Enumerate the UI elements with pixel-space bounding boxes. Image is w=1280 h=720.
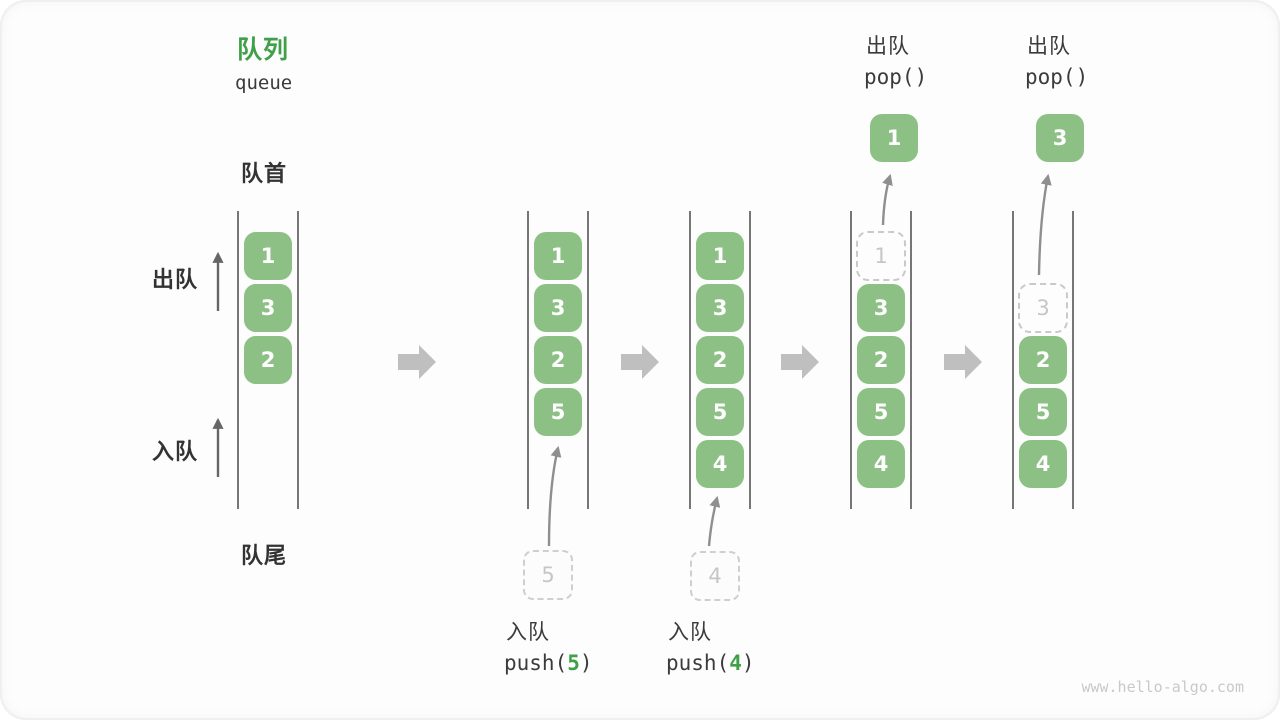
queue-cell: 5 <box>1019 388 1067 436</box>
queue-cell: 4 <box>696 440 744 488</box>
op-call-open: push( <box>666 651 730 675</box>
queue-cell: 2 <box>244 336 292 384</box>
queue-cell: 4 <box>857 440 905 488</box>
dequeue-op-label: 出队 <box>866 35 910 58</box>
pop-arrow-icon <box>881 173 1052 276</box>
watermark: www.hello-algo.com <box>1081 678 1244 696</box>
enqueue-op-call: push(5) <box>504 651 593 675</box>
popped-element-box: 3 <box>1036 114 1084 162</box>
popped-element-box: 1 <box>870 114 918 162</box>
staged-element-box: 4 <box>690 551 740 601</box>
ghost-cell: 1 <box>856 231 906 281</box>
queue-cell: 3 <box>244 284 292 332</box>
op-call-arg: 4 <box>729 651 742 675</box>
queue-cell: 1 <box>244 232 292 280</box>
queue-cell: 2 <box>1019 336 1067 384</box>
dequeue-op-label: 出队 <box>1027 35 1071 58</box>
ghost-cell: 3 <box>1018 283 1068 333</box>
op-call-close: ) <box>579 651 593 675</box>
dequeue-side-label: 出队 <box>152 267 199 292</box>
page-title: 队列 <box>237 36 290 64</box>
enqueue-op-label: 入队 <box>668 621 712 644</box>
queue-cell: 1 <box>534 232 582 280</box>
op-call-open: push( <box>504 651 568 675</box>
queue-cell: 2 <box>534 336 582 384</box>
queue-cell: 5 <box>857 388 905 436</box>
push-arrow-icon <box>547 445 721 547</box>
queue-cell: 1 <box>696 232 744 280</box>
queue-cell: 5 <box>696 388 744 436</box>
page-subtitle: queue <box>235 72 293 94</box>
queue-cell: 2 <box>696 336 744 384</box>
queue-cell: 2 <box>857 336 905 384</box>
enqueue-op-call: push(4) <box>666 651 755 675</box>
queue-cell: 5 <box>534 388 582 436</box>
enqueue-side-label: 入队 <box>152 439 199 464</box>
queue-cell: 3 <box>857 284 905 332</box>
dequeue-op-call: pop() <box>1025 65 1089 89</box>
queue-cell: 3 <box>534 284 582 332</box>
enqueue-op-label: 入队 <box>506 621 550 644</box>
dequeue-op-call: pop() <box>864 65 928 89</box>
queue-cell: 4 <box>1019 440 1067 488</box>
queue-front-label: 队首 <box>241 161 288 186</box>
queue-rails-icon <box>237 211 1074 509</box>
staged-element-box: 5 <box>523 550 573 600</box>
queue-rear-label: 队尾 <box>241 543 288 568</box>
queue-cell: 3 <box>696 284 744 332</box>
op-call-arg: 5 <box>567 651 580 675</box>
op-call-close: ) <box>741 651 755 675</box>
